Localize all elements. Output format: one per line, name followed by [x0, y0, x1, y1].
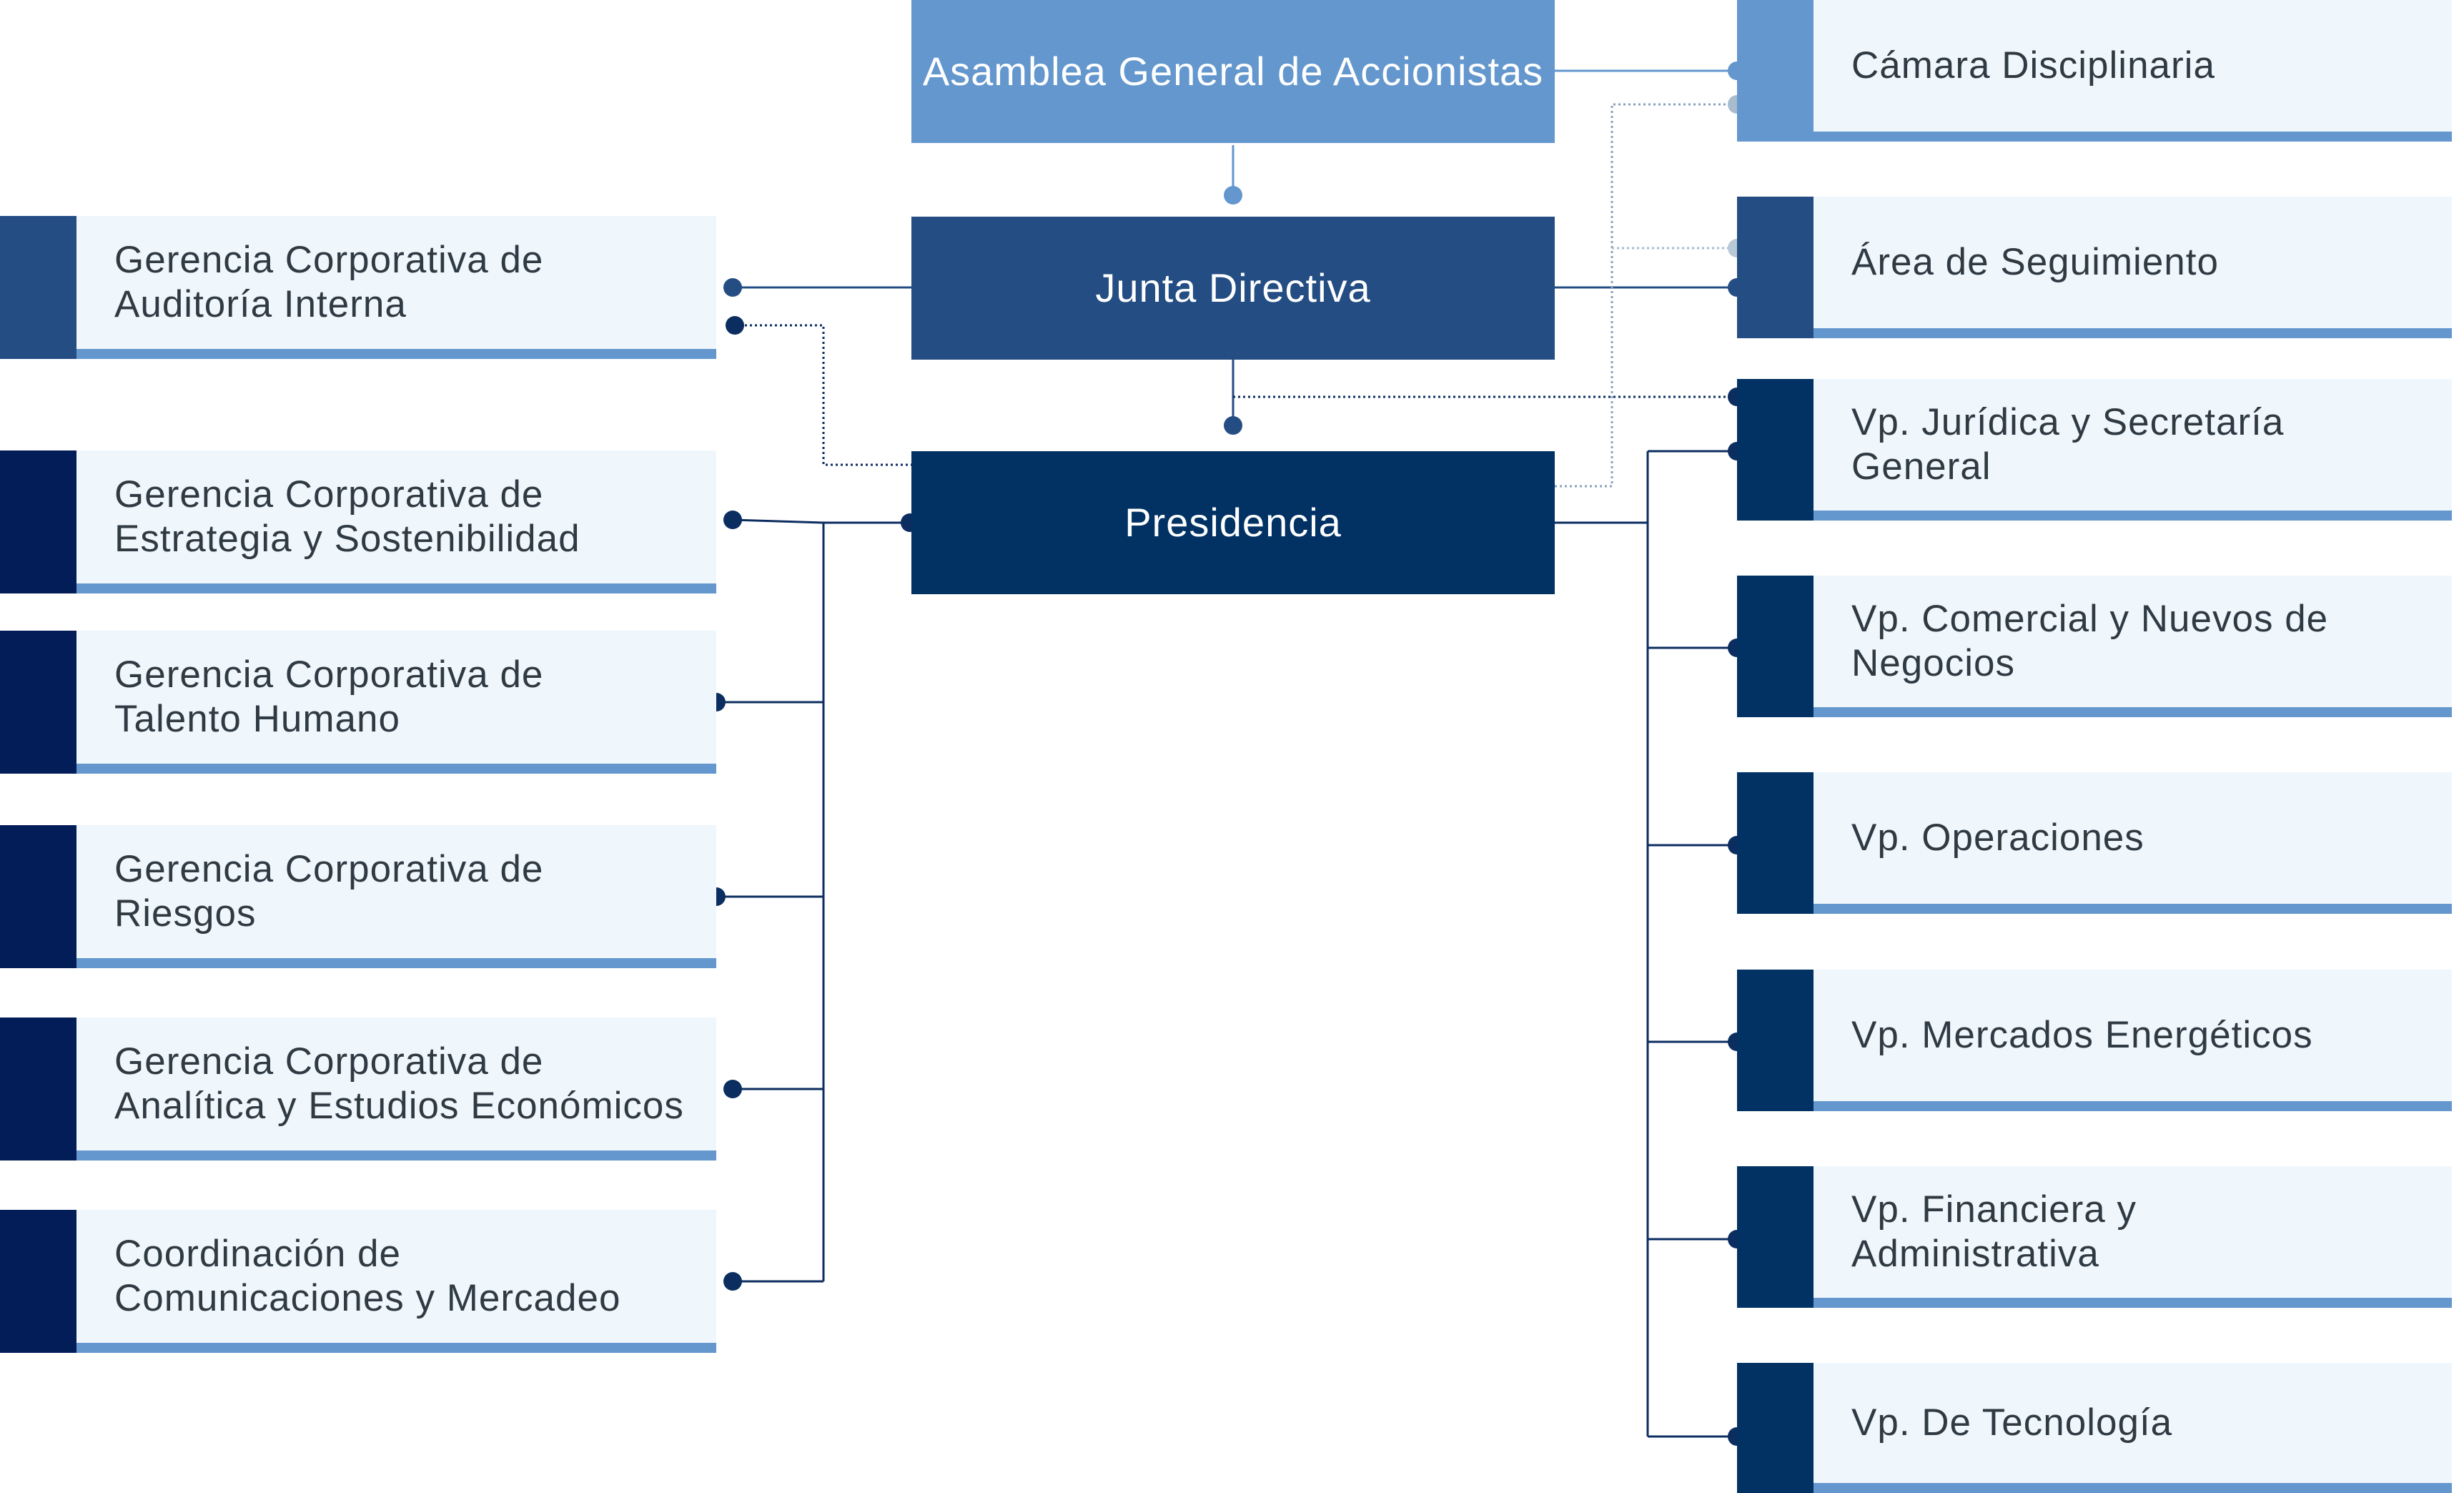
unit-card-right: Vp. Operaciones	[1737, 772, 2452, 914]
unit-accent-bar	[0, 825, 76, 968]
unit-accent-bar	[0, 1210, 76, 1353]
unit-label: Gerencia Corporativa de Talento Humano	[114, 654, 544, 740]
unit-label: Vp. Mercados Energéticos	[1851, 1014, 2313, 1056]
unit-accent-bar	[0, 216, 76, 359]
unit-card-left: Coordinación de Comunicaciones y Mercade…	[0, 1210, 716, 1353]
unit-underline	[1814, 1483, 2452, 1493]
unit-card-right: Vp. Mercados Energéticos	[1737, 970, 2452, 1111]
unit-label: Gerencia Corporativa de Riesgos	[114, 848, 544, 935]
unit-underline	[76, 764, 716, 774]
unit-underline	[76, 1343, 716, 1353]
unit-card-right: Vp. Financiera y Administrativa	[1737, 1166, 2452, 1308]
unit-accent-bar	[1737, 379, 1814, 521]
node-asamblea-label: Asamblea General de Accionistas	[922, 49, 1544, 94]
unit-accent-bar	[0, 631, 76, 774]
connector-dot	[723, 1080, 742, 1098]
connector-dot	[723, 278, 742, 297]
unit-accent-bar	[0, 1017, 76, 1161]
unit-accent-bar	[1737, 772, 1814, 914]
unit-accent-bar	[1737, 576, 1814, 717]
unit-label: Gerencia Corporativa de Analítica y Estu…	[114, 1040, 684, 1127]
unit-label: Gerencia Corporativa de Estrategia y Sos…	[114, 473, 580, 560]
unit-card-left: Gerencia Corporativa de Talento Humano	[0, 631, 716, 774]
node-junta-directiva: Junta Directiva	[911, 217, 1555, 360]
connector-dot	[723, 511, 742, 529]
unit-underline	[76, 349, 716, 359]
node-junta-label: Junta Directiva	[1095, 265, 1371, 310]
unit-accent-bar	[1737, 1166, 1814, 1308]
connector-dot	[726, 316, 744, 335]
unit-card-right: Vp. De Tecnología	[1737, 1363, 2452, 1493]
connector-dot	[723, 1272, 742, 1291]
unit-card-right: Vp. Jurídica y Secretaría General	[1737, 379, 2452, 521]
unit-underline	[76, 583, 716, 593]
unit-accent-bar	[1737, 0, 1814, 142]
unit-underline	[76, 958, 716, 968]
node-presidencia: Presidencia	[911, 451, 1555, 594]
unit-accent-bar	[1737, 1363, 1814, 1493]
unit-label: Vp. Operaciones	[1851, 817, 2144, 859]
unit-underline	[1814, 707, 2452, 717]
unit-label: Vp. De Tecnología	[1851, 1401, 2173, 1444]
unit-underline	[1814, 511, 2452, 521]
unit-label: Cámara Disciplinaria	[1851, 44, 2215, 87]
unit-accent-bar	[0, 450, 76, 593]
unit-card-left: Gerencia Corporativa de Estrategia y Sos…	[0, 450, 716, 593]
node-presidencia-label: Presidencia	[1124, 500, 1342, 545]
unit-card-right: Cámara Disciplinaria	[1737, 0, 2452, 142]
unit-underline	[76, 1150, 716, 1161]
connector-dot	[1224, 416, 1242, 435]
unit-label: Vp. Financiera y Administrativa	[1851, 1188, 2137, 1275]
unit-label: Área de Seguimiento	[1851, 241, 2219, 283]
unit-underline	[1814, 1298, 2452, 1308]
unit-accent-bar	[1737, 197, 1814, 338]
unit-label: Vp. Comercial y Nuevos de Negocios	[1851, 598, 2329, 684]
unit-accent-bar	[1737, 970, 1814, 1111]
unit-card-left: Gerencia Corporativa de Riesgos	[0, 825, 716, 968]
connector-dot	[1224, 186, 1242, 205]
unit-card-right: Vp. Comercial y Nuevos de Negocios	[1737, 576, 2452, 717]
unit-card-right: Área de Seguimiento	[1737, 197, 2452, 338]
unit-underline	[1814, 132, 2452, 142]
unit-underline	[1814, 904, 2452, 914]
unit-label: Vp. Jurídica y Secretaría General	[1851, 401, 2285, 488]
unit-card-left: Gerencia Corporativa de Analítica y Estu…	[0, 1017, 716, 1161]
unit-label: Gerencia Corporativa de Auditoría Intern…	[114, 239, 544, 325]
dotted-connector-auditoria-presidencia	[735, 324, 911, 466]
unit-card-left: Gerencia Corporativa de Auditoría Intern…	[0, 216, 716, 359]
unit-label: Coordinación de Comunicaciones y Mercade…	[114, 1233, 621, 1319]
connector-left-branch	[732, 518, 824, 524]
node-asamblea: Asamblea General de Accionistas	[911, 0, 1555, 143]
dotted-connector-presidencia-camara	[1555, 103, 1737, 488]
unit-underline	[1814, 328, 2452, 338]
unit-underline	[1814, 1101, 2452, 1111]
